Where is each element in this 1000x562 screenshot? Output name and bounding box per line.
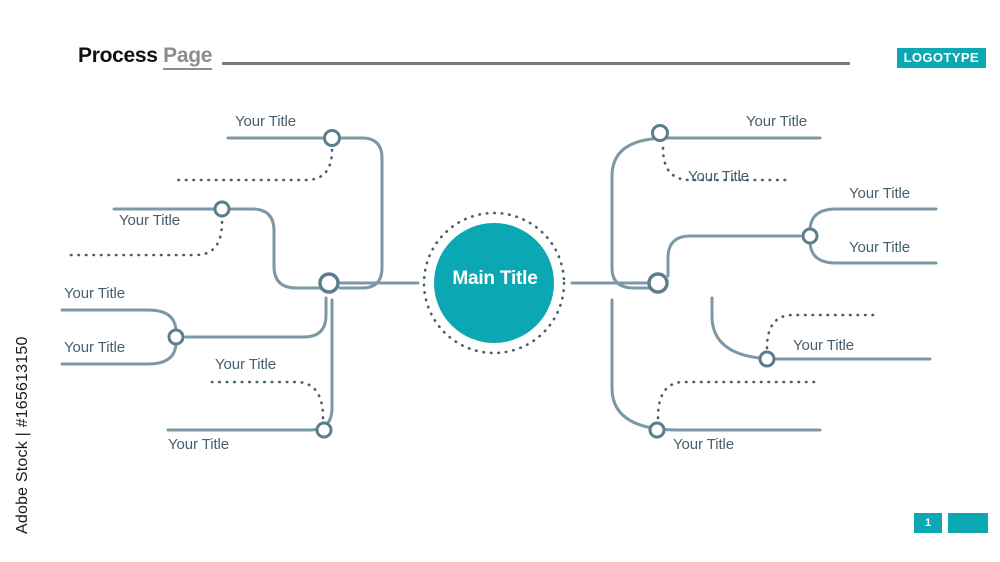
center-title: Main Title — [452, 268, 538, 289]
page-title: Process Page — [78, 44, 212, 70]
label-right-bottom: Your Title — [673, 436, 734, 453]
label-right-lower: Your Title — [793, 337, 854, 354]
center-circle — [434, 223, 554, 343]
node-left-top — [323, 129, 341, 147]
branch-line-left-fork-upper — [60, 308, 178, 334]
node-right-top — [651, 124, 669, 142]
branch-line-left-fork-stem — [184, 296, 328, 339]
dotted-branch-left-upper-mid — [64, 220, 224, 257]
branch-line-left-fork-lower — [60, 340, 178, 366]
dotted-branch-right-bottom — [656, 380, 820, 420]
dotted-branch-left-top — [170, 148, 334, 182]
dotted-branch-left-bottom — [210, 380, 325, 420]
node-right-fork — [801, 227, 819, 245]
node-left-bottom — [315, 421, 333, 439]
branch-line-left-top — [226, 136, 384, 290]
label-left-upper-mid: Your Title — [119, 212, 180, 229]
label-left-fork-upper: Your Title — [64, 285, 125, 302]
node-left-fork — [167, 328, 185, 346]
center-dotted-ring — [422, 211, 566, 355]
branch-line-right-fork-upper — [808, 207, 938, 233]
label-right-top: Your Title — [746, 113, 807, 130]
label-right-top-dot: Your Title — [688, 168, 749, 185]
node-left-upper-mid — [213, 200, 231, 218]
branch-line-right-fork-stem — [666, 234, 802, 278]
logotype-badge: LOGOTYPE — [896, 48, 986, 68]
label-left-top: Your Title — [235, 113, 296, 130]
label-left-bottom-dot: Your Title — [215, 356, 276, 373]
branch-line-right-top — [610, 136, 822, 290]
footer-accent-bar — [948, 513, 988, 533]
node-left-spine — [318, 272, 340, 294]
page-title-primary: Process — [78, 44, 158, 67]
branch-line-right-bottom — [610, 298, 822, 432]
label-left-fork-lower: Your Title — [64, 339, 125, 356]
label-right-fork-lower: Your Title — [849, 239, 910, 256]
branch-line-left-upper-mid — [112, 207, 324, 290]
node-right-lower — [758, 350, 776, 368]
page-title-secondary: Page — [163, 44, 212, 70]
label-left-bottom: Your Title — [168, 436, 229, 453]
dotted-branch-right-lower — [765, 313, 882, 350]
branch-line-right-fork-lower — [808, 239, 938, 265]
page-number-badge: 1 — [914, 513, 942, 533]
node-right-spine — [647, 272, 669, 294]
header-divider — [222, 62, 850, 65]
node-right-bottom — [648, 421, 666, 439]
label-right-fork-upper: Your Title — [849, 185, 910, 202]
